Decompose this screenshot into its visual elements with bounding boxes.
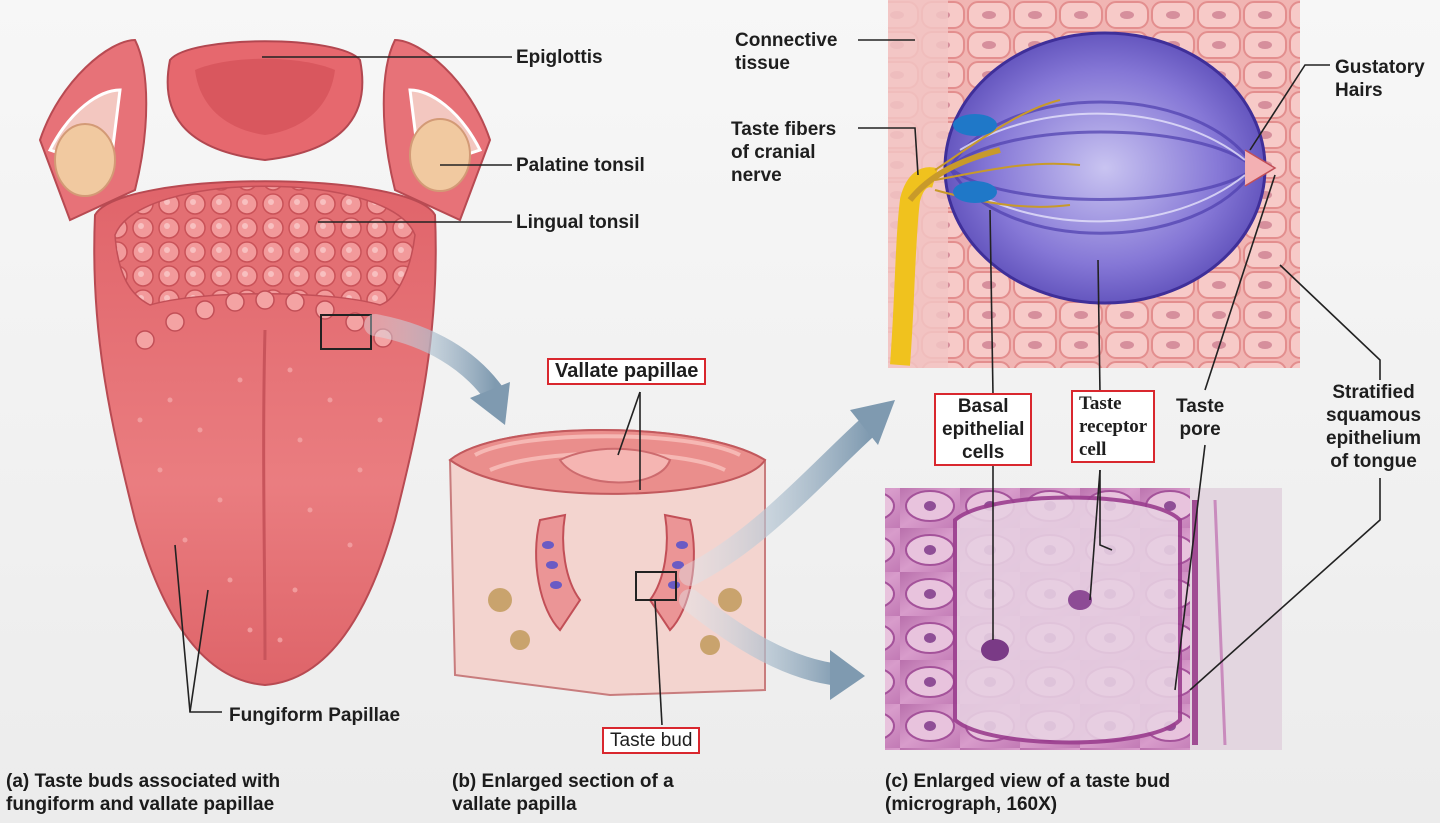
label-vallate-papillae: Vallate papillae — [547, 358, 707, 385]
caption-b: (b) Enlarged section of a vallate papill… — [452, 771, 674, 815]
label-fungiform-papillae: Fungiform Papillae — [229, 705, 401, 726]
taste-bud-illustration — [888, 0, 1300, 368]
micrograph — [885, 488, 1282, 750]
vallate-papilla-block — [448, 429, 767, 697]
label-taste-fibers: Taste fibers of cranial nerve — [731, 119, 837, 186]
label-gustatory-hairs: Gustatory Hairs — [1335, 57, 1425, 101]
label-epiglottis: Epiglottis — [516, 47, 603, 68]
label-basal-epithelial-cells: Basal epithelial cells — [934, 393, 1033, 466]
label-palatine-tonsil: Palatine tonsil — [516, 155, 645, 176]
label-lingual-tonsil: Lingual tonsil — [516, 212, 640, 233]
label-taste-receptor-cell: Taste receptor cell — [1071, 390, 1156, 463]
caption-c: (c) Enlarged view of a taste bud (microg… — [885, 771, 1171, 815]
label-taste-pore: Taste pore — [1176, 396, 1225, 440]
caption-a: (a) Taste buds associated with fungiform… — [6, 771, 281, 815]
label-taste-bud: Taste bud — [602, 727, 701, 754]
label-connective-tissue: Connective tissue — [735, 30, 838, 74]
label-stratified-epithelium: Stratified squamous epithelium of tongue — [1326, 382, 1422, 472]
tongue-illustration — [38, 38, 492, 687]
